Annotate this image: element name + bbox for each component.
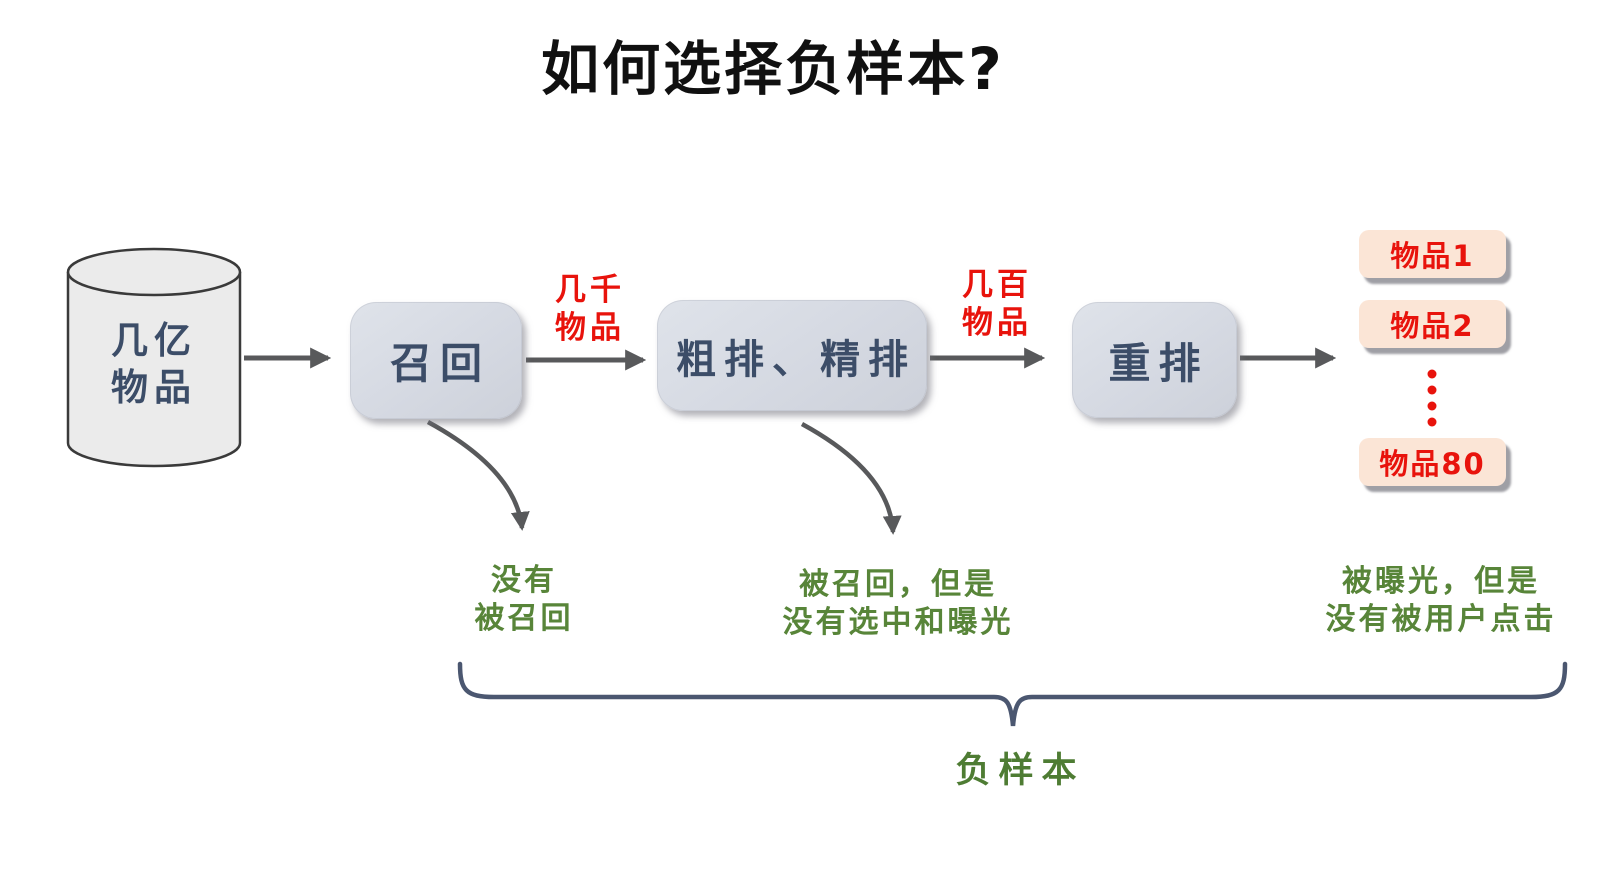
source-db-label-line2: 物品 <box>111 366 197 409</box>
stage-recall: 召回 <box>350 302 522 419</box>
edge-label-thousands: 几千 物品 <box>555 271 625 347</box>
note-exposed-not-clicked: 被曝光，但是 没有被用户点击 <box>1326 563 1557 639</box>
edge-label-thousands-line1: 几千 <box>555 272 625 308</box>
item-box-80: 物品80 <box>1359 438 1506 486</box>
edge-label-hundreds-line2: 物品 <box>962 305 1032 341</box>
edge-label-hundreds: 几百 物品 <box>962 266 1032 342</box>
item-box-1: 物品1 <box>1359 230 1506 278</box>
negative-samples-label: 负样本 <box>955 751 1085 791</box>
note-exposed-not-clicked-line1: 被曝光，但是 <box>1342 564 1540 599</box>
note-recalled-not-selected-line1: 被召回，但是 <box>799 567 997 602</box>
note-exposed-not-clicked-line2: 没有被用户点击 <box>1325 602 1557 637</box>
stage-coarse-fine-rank: 粗排、精排 <box>657 300 927 411</box>
note-not-recalled-line1: 没有 <box>491 563 557 598</box>
page-title: 如何选择负样本? <box>541 35 1005 103</box>
stage-rerank-label: 重排 <box>1108 338 1209 388</box>
stage-coarse-fine-rank-label: 粗排、精排 <box>676 336 916 383</box>
curved-arrow-recall-dropout <box>426 420 530 531</box>
item-box-2: 物品2 <box>1359 300 1506 348</box>
items-database-cylinder <box>66 247 242 468</box>
item-box-1-label: 物品1 <box>1390 239 1475 273</box>
negative-samples-brace <box>457 661 1568 727</box>
note-not-recalled: 没有 被召回 <box>475 562 574 638</box>
ellipsis-dots <box>1427 369 1437 427</box>
edge-label-hundreds-line1: 几百 <box>962 267 1032 303</box>
edge-label-thousands-line2: 物品 <box>555 310 625 346</box>
note-not-recalled-line2: 被召回 <box>474 601 574 636</box>
source-db-label: 几亿 物品 <box>68 317 240 411</box>
item-box-80-label: 物品80 <box>1379 447 1486 481</box>
note-recalled-not-selected: 被召回，但是 没有选中和曝光 <box>783 566 1014 642</box>
stage-rerank: 重排 <box>1072 302 1237 418</box>
item-box-2-label: 物品2 <box>1390 309 1475 343</box>
curved-arrow-rank-dropout <box>800 422 902 535</box>
source-db-label-line1: 几亿 <box>111 319 197 362</box>
stage-recall-label: 召回 <box>389 339 490 388</box>
note-recalled-not-selected-line2: 没有选中和曝光 <box>782 605 1014 640</box>
